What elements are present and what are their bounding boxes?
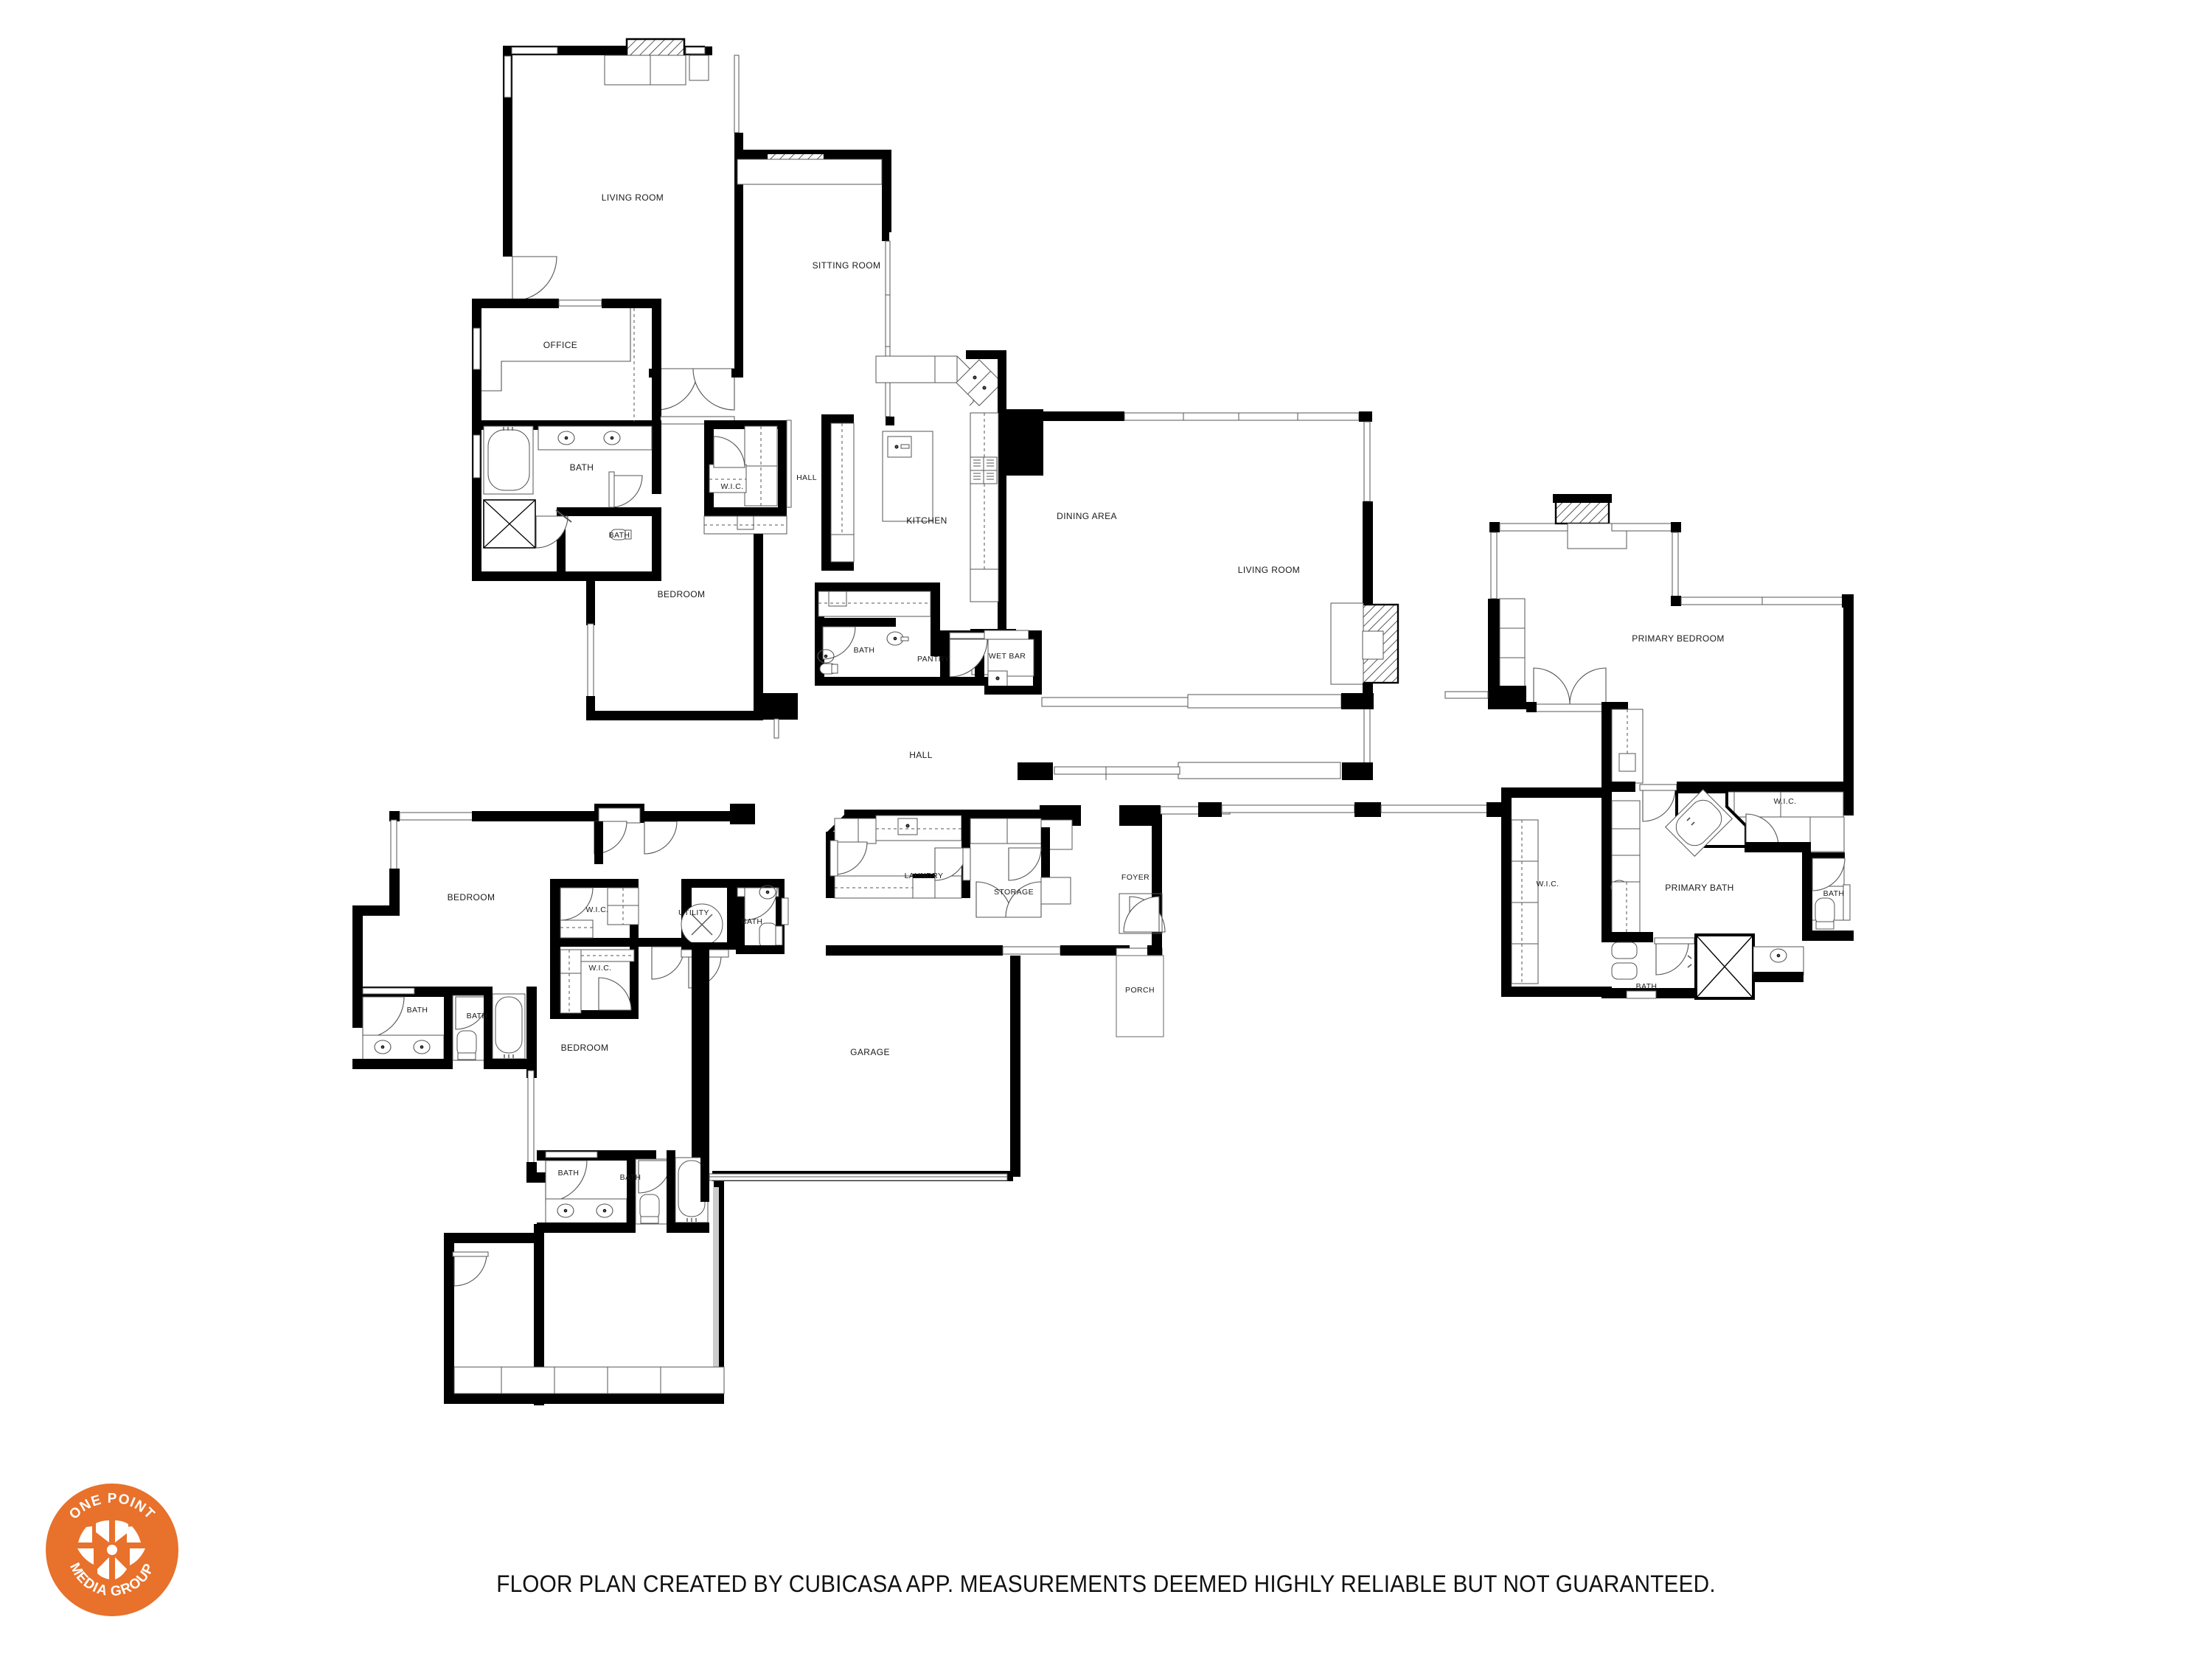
primary-bath-walls	[1601, 782, 1854, 1000]
room-label-bath-utility: BATH	[741, 917, 763, 926]
bath-left-cluster	[352, 987, 537, 1078]
room-label-porch: PORCH	[1125, 986, 1155, 995]
room-label-bath-lower-b: BATH	[619, 1173, 641, 1182]
room-label-wic-primary-east: W.I.C.	[1773, 797, 1797, 806]
room-label-hall-main: HALL	[909, 750, 933, 760]
footer-disclaimer: FLOOR PLAN CREATED BY CUBICASA APP. MEAS…	[496, 1571, 1716, 1597]
room-label-primary-bath: PRIMARY BATH	[1665, 883, 1734, 893]
room-label-sitting-room: SITTING ROOM	[812, 260, 881, 271]
dining-living-main-walls	[1006, 411, 1399, 780]
room-label-garage: GARAGE	[850, 1047, 890, 1057]
office-walls	[472, 299, 735, 430]
room-label-bath-office-half: BATH	[608, 531, 630, 540]
room-label-office: OFFICE	[543, 340, 578, 350]
room-label-pantry: PANTRY	[917, 655, 950, 664]
primary-bedroom-walls	[1444, 494, 1854, 822]
room-label-laundry: LAUNDRY	[904, 872, 944, 880]
room-label-living-room-upper: LIVING ROOM	[601, 192, 664, 203]
room-label-storage: STORAGE	[994, 888, 1034, 897]
logo-artwork: ONE POINT MEDIA GROUP	[66, 1491, 158, 1600]
room-label-bedroom-left: BEDROOM	[447, 892, 495, 902]
room-label-wet-bar: WET BAR	[988, 652, 1026, 661]
room-label-foyer: FOYER	[1121, 873, 1150, 882]
room-label-bath-left-b: BATH	[466, 1012, 488, 1020]
room-label-bath-left-a: BATH	[406, 1006, 428, 1015]
logo-top-arc-text: ONE POINT	[66, 1491, 158, 1523]
room-label-bath-mid: BATH	[853, 646, 875, 655]
garage-walls	[444, 945, 1020, 1405]
room-label-hall-upper: HALL	[796, 473, 817, 482]
pinwheel-wheel-icon	[77, 1520, 145, 1579]
room-label-bedroom-lower: BEDROOM	[560, 1043, 609, 1053]
room-label-bath-primary-sw: BATH	[1635, 982, 1658, 991]
room-label-wic-left-lower: W.I.C.	[588, 964, 612, 973]
room-label-primary-bedroom: PRIMARY BEDROOM	[1632, 633, 1725, 644]
wic-primary-west-walls	[1501, 787, 1612, 997]
room-label-wic-primary-west: W.I.C.	[1536, 880, 1559, 888]
room-label-wic-hall-upper: W.I.C.	[720, 482, 744, 491]
sitting-room-walls	[734, 150, 894, 425]
room-label-bath-primary-east: BATH	[1823, 889, 1845, 898]
living-room-upper-walls	[503, 38, 743, 411]
room-label-wic-left-upper: W.I.C.	[585, 905, 609, 914]
room-label-bath-office: BATH	[569, 462, 594, 473]
room-label-dining-area: DINING AREA	[1057, 511, 1117, 521]
room-label-bedroom-upper: BEDROOM	[657, 589, 706, 599]
room-label-kitchen: KITCHEN	[906, 515, 947, 526]
room-label-utility: UTILITY	[678, 908, 709, 917]
mid-service-rooms	[815, 582, 1374, 709]
room-label-bath-lower-a: BATH	[557, 1169, 580, 1178]
wic-left-walls	[550, 879, 689, 1019]
room-label-living-room-main: LIVING ROOM	[1237, 565, 1301, 575]
wic-hall-upper-walls	[703, 420, 792, 535]
service-entry-walls	[826, 802, 1506, 1037]
bath-office-group	[472, 420, 661, 581]
bedroom-left-walls	[352, 804, 755, 1028]
one-point-media-group-logo: ONE POINT MEDIA GROUP	[46, 1484, 178, 1616]
bedroom-upper-walls	[586, 534, 798, 739]
